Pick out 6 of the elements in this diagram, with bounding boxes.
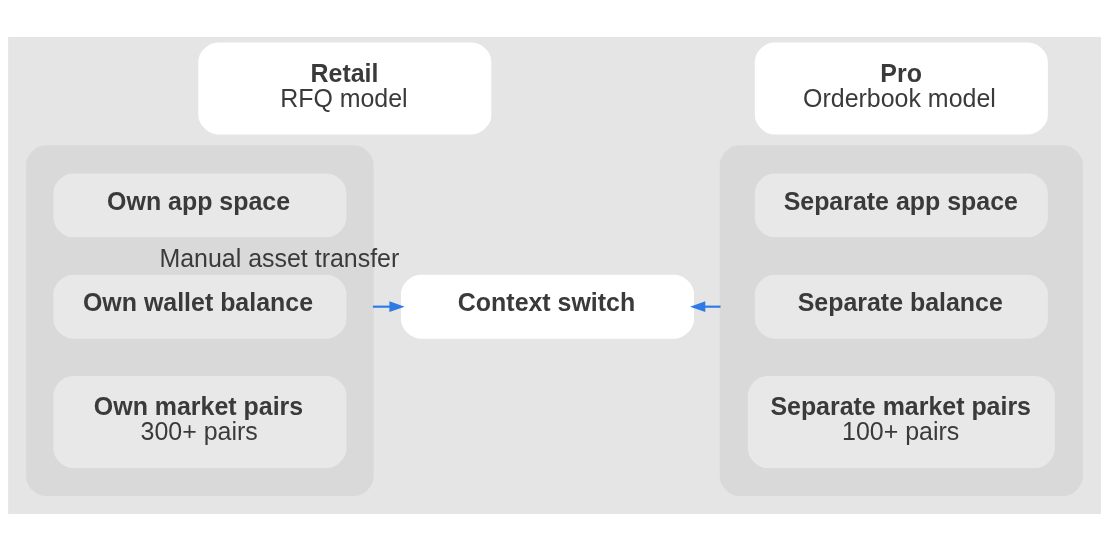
node-box: Pro Orderbook model [754,42,1048,135]
node-box: Retail RFQ model [198,42,492,135]
arrow [690,301,721,313]
node-box: Context switch [400,274,694,339]
cluster [719,145,1083,497]
node-label: Manual asset transfer [159,244,400,273]
